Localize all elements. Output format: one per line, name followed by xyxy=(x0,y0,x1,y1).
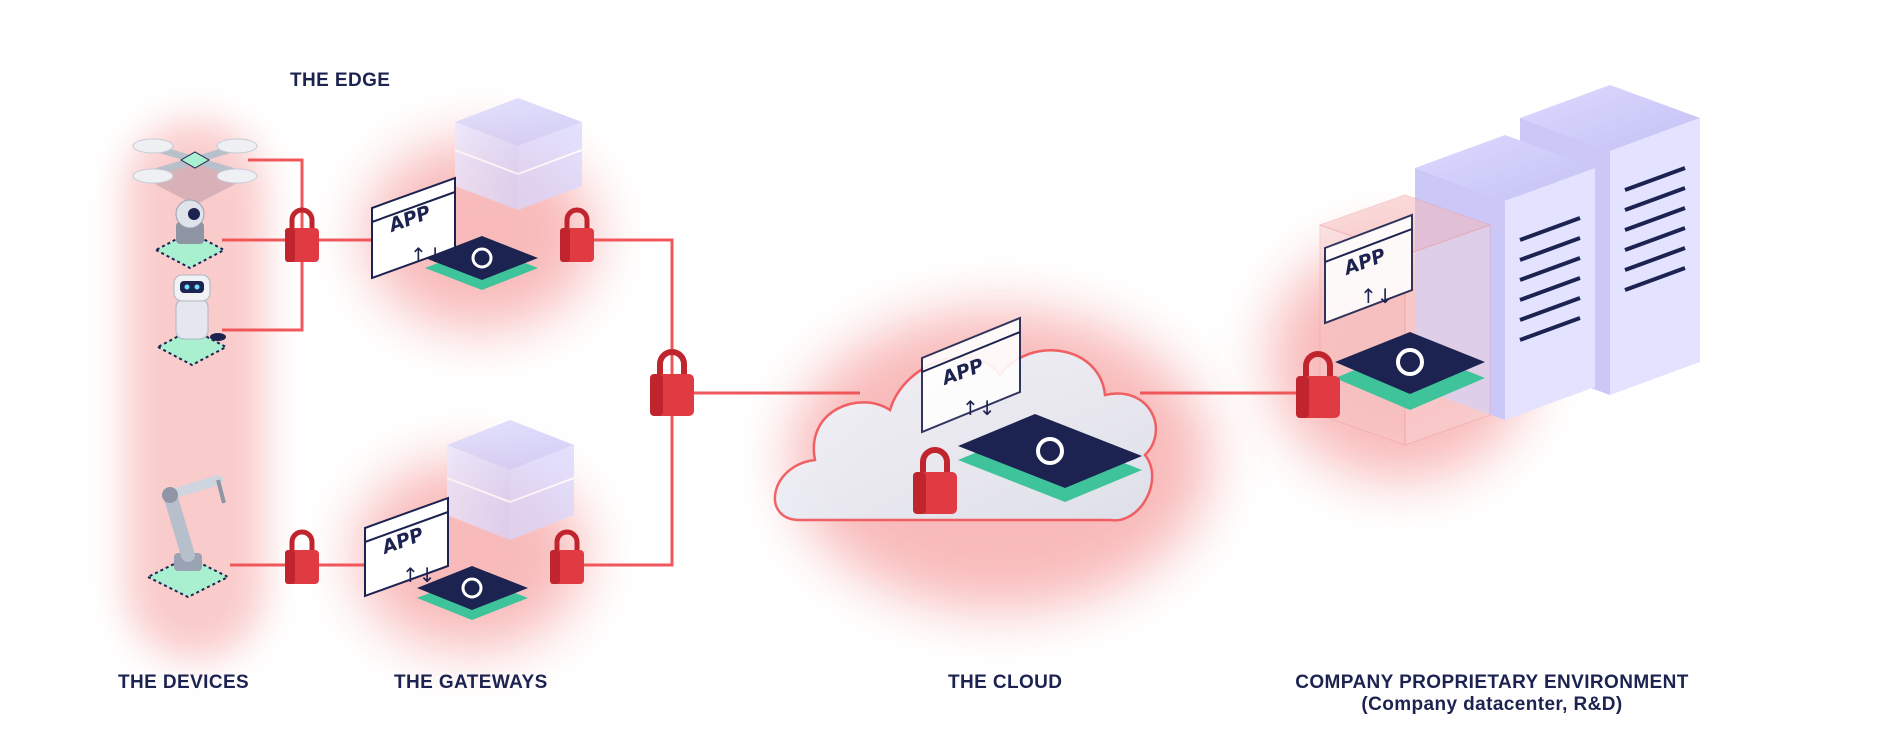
gateway-bottom: APP ↑↓ xyxy=(364,420,575,620)
chip-icon xyxy=(425,236,538,290)
svg-text:↑↓: ↑↓ xyxy=(962,396,996,420)
company-datacenter: APP ↑↓ xyxy=(1296,85,1700,446)
lock-icon-cloud xyxy=(913,447,957,514)
app-window-icon: APP ↑↓ xyxy=(371,176,456,280)
lock-icon-gateway-bottom xyxy=(550,529,584,584)
lock-icon-company xyxy=(1296,351,1340,418)
lock-icon-junction xyxy=(650,349,694,416)
lock-icon-arm xyxy=(285,529,319,584)
label-company-subtitle: (Company datacenter, R&D) xyxy=(1361,694,1623,715)
drone-icon xyxy=(132,138,258,205)
server-icon xyxy=(454,98,583,210)
label-the-gateways: THE GATEWAYS xyxy=(394,672,548,693)
robot-icon xyxy=(155,274,229,367)
cloud-icon: APP ↑↓ xyxy=(773,316,1157,522)
server-icon xyxy=(446,420,575,540)
lock-icon-devices xyxy=(285,207,319,262)
chip-icon xyxy=(417,566,528,620)
devices-glow xyxy=(125,120,265,660)
label-the-cloud: THE CLOUD xyxy=(948,672,1063,693)
label-the-edge: THE EDGE xyxy=(290,70,391,91)
app-window-icon: APP ↑↓ xyxy=(1324,213,1413,325)
app-window-icon: APP ↑↓ xyxy=(921,316,1021,434)
label-company-environment: COMPANY PROPRIETARY ENVIRONMENT xyxy=(1295,672,1689,693)
label-the-devices: THE DEVICES xyxy=(118,672,250,693)
lock-icon-gateway-top xyxy=(560,207,594,262)
camera-icon xyxy=(153,199,227,270)
robotic-arm-icon xyxy=(145,475,231,599)
gateway-top: APP ↑↓ xyxy=(371,98,583,290)
chip-icon xyxy=(1335,332,1485,410)
svg-text:↑↓: ↑↓ xyxy=(1360,284,1394,308)
chip-icon xyxy=(958,414,1142,502)
